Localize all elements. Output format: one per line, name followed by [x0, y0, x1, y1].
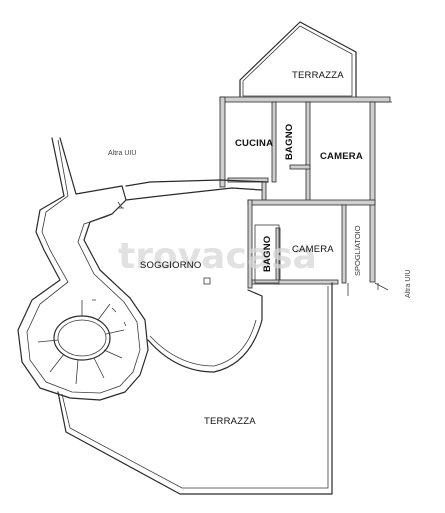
- terrazza-bottom-label: TERRAZZA: [204, 416, 256, 427]
- neighbor-left-label: Altra UIU: [108, 150, 136, 157]
- terrazza-top-label: TERRAZZA: [292, 70, 344, 81]
- cucina-label: CUCINA: [235, 138, 273, 149]
- spogliatoio-label: SPOGLIATOIO: [353, 225, 362, 276]
- soggiorno-walls: [117, 179, 269, 373]
- camera-lower-label: CAMERA: [292, 244, 334, 255]
- watermark-text: trovacasa: [118, 236, 317, 277]
- camera-upper-label: CAMERA: [320, 151, 363, 162]
- bagno-upper-label: BAGNO: [284, 124, 295, 160]
- stair-tower: [17, 137, 149, 401]
- terrace-bottom-outline: [57, 282, 389, 495]
- terrace-top-outline: [239, 21, 357, 99]
- neighbor-right-label: Altra UIU: [405, 270, 412, 298]
- lower-block-walls: [247, 199, 376, 289]
- bagno-lower-label: BAGNO: [262, 236, 273, 272]
- upper-block-walls: [219, 96, 391, 283]
- right-walls: [375, 101, 392, 290]
- soggiorno-label: SOGGIORNO: [140, 260, 201, 271]
